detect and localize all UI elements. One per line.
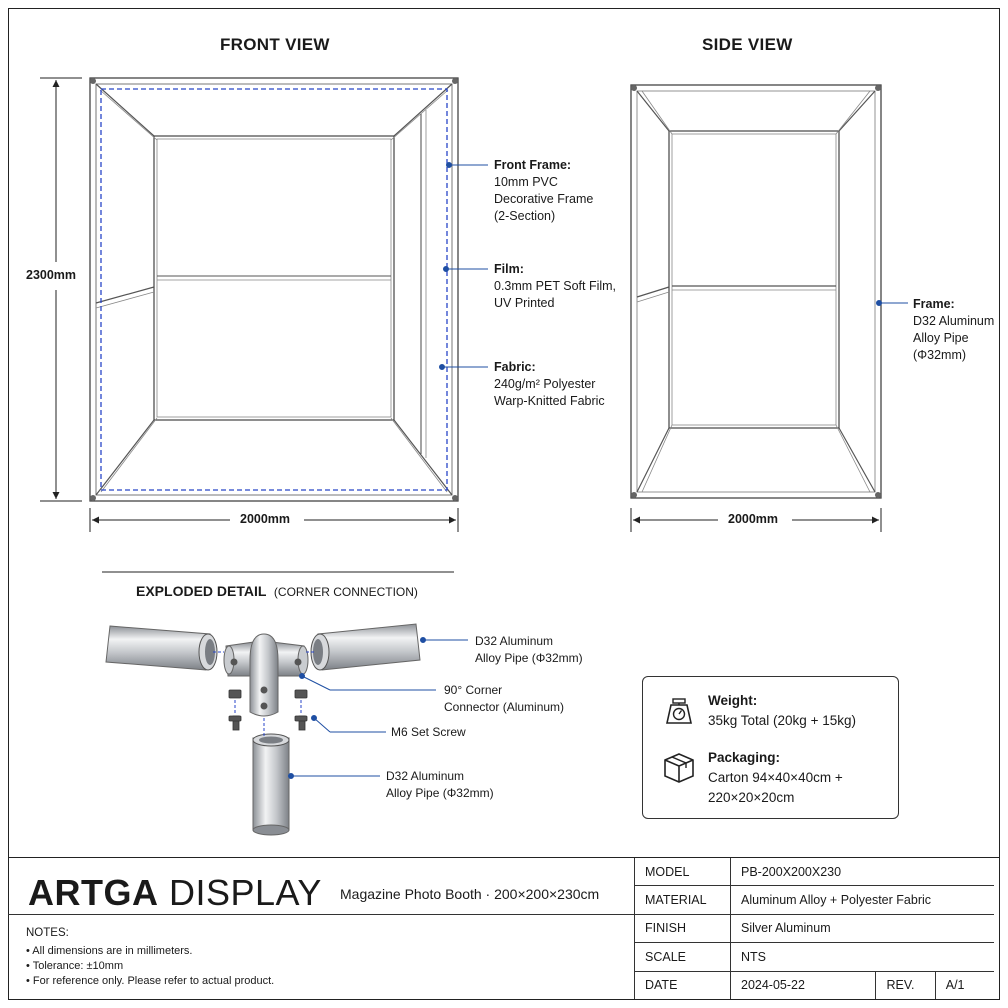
side-dimension-lines [630, 508, 882, 532]
brand-logo: ARTGA DISPLAY [28, 872, 322, 914]
spec-label: DATE [634, 971, 731, 999]
exploded-corner-connector [223, 633, 309, 717]
side-view-title: SIDE VIEW [702, 35, 793, 54]
corner-connector-callout: 90° Corner Connector (Aluminum) [444, 682, 564, 716]
packaging-text: Packaging: Carton 94×40×40cm + 220×20×20… [708, 748, 843, 808]
packaging-value-line1: Carton 94×40×40cm + [708, 770, 843, 785]
fabric-callout-line: Warp-Knitted Fabric [494, 394, 605, 408]
fabric-callout-title: Fabric: [494, 360, 536, 374]
note-item: • Tolerance: ±10mm [26, 960, 124, 972]
side-corner-joints [631, 85, 881, 498]
bottom-pipe-callout: D32 Aluminum Alloy Pipe (Φ32mm) [386, 768, 494, 802]
side-frame-callout: Frame: D32 Aluminum Alloy Pipe (Φ32mm) [913, 296, 994, 364]
spec-table: MODEL PB-200X200X230 MATERIAL Aluminum A… [634, 858, 994, 999]
product-description: Magazine Photo Booth · 200×200×230cm [340, 886, 600, 902]
spec-value: PB-200X200X230 [730, 858, 994, 887]
front-view-frame [89, 77, 459, 502]
weight-value: 35kg Total (20kg + 15kg) [708, 713, 856, 728]
weight-label: Weight: [708, 693, 758, 708]
front-callout-leaders [439, 162, 488, 370]
front-width-dimension: 2000mm [236, 512, 295, 526]
side-view-frame [630, 84, 882, 499]
weight-text: Weight: 35kg Total (20kg + 15kg) [708, 691, 856, 731]
front-frame-callout-line: Decorative Frame [494, 192, 594, 206]
front-frame-callout-line: (2-Section) [494, 209, 556, 223]
brand-name-bold: ARTGA [28, 872, 159, 913]
bottom-pipe-callout-line: D32 Aluminum [386, 769, 465, 783]
drawing-sheet [8, 8, 1000, 1000]
spec-label: MATERIAL [634, 885, 731, 915]
film-callout-title: Film: [494, 262, 524, 276]
set-screw-callout-line: M6 Set Screw [391, 725, 466, 739]
spec-value: 2024-05-22 [729, 971, 876, 999]
front-corner-joints [90, 78, 458, 501]
corner-connector-callout-line: 90° Corner [444, 683, 503, 697]
exploded-detail-heading: EXPLODED DETAIL (CORNER CONNECTION) [136, 583, 418, 601]
spec-row-finish: FINISH Silver Aluminum [634, 914, 994, 944]
notes-title: NOTES: [26, 927, 69, 939]
note-item: • For reference only. Please refer to ac… [26, 975, 275, 987]
front-frame-callout-line: 10mm PVC [494, 175, 558, 189]
spec-value: Aluminum Alloy + Polyester Fabric [730, 885, 994, 915]
exploded-callout-leaders [288, 637, 468, 779]
side-frame-callout-line: (Φ32mm) [913, 348, 967, 362]
front-dimension-lines [40, 77, 459, 532]
side-callout-leader [876, 300, 908, 306]
side-width-dimension: 2000mm [724, 512, 783, 526]
front-frame-callout: Front Frame: 10mm PVC Decorative Frame (… [494, 157, 593, 225]
spec-label: FINISH [634, 914, 731, 944]
exploded-pipe-callout-line: Alloy Pipe (Φ32mm) [475, 651, 583, 665]
packaging-value-line2: 220×20×20cm [708, 790, 795, 805]
bottom-pipe-callout-line: Alloy Pipe (Φ32mm) [386, 786, 494, 800]
front-view-title: FRONT VIEW [220, 35, 330, 54]
notes: NOTES: • All dimensions are in millimete… [26, 926, 274, 989]
side-frame-callout-line: Alloy Pipe [913, 331, 969, 345]
exploded-pipe-callout-line: D32 Aluminum [475, 634, 554, 648]
film-callout-line: UV Printed [494, 296, 555, 310]
brand-name-light: DISPLAY [169, 872, 322, 913]
spec-label: SCALE [634, 942, 731, 972]
side-frame-callout-title: Frame: [913, 297, 955, 311]
fabric-callout: Fabric: 240g/m² Polyester Warp-Knitted F… [494, 359, 605, 410]
rev-value: A/1 [934, 971, 994, 999]
note-item: • All dimensions are in millimeters. [26, 945, 193, 957]
exploded-right-pipe [310, 623, 421, 671]
film-callout-line: 0.3mm PET Soft Film, [494, 279, 617, 293]
scale-icon [666, 698, 692, 724]
specs-info-box: Weight: 35kg Total (20kg + 15kg) Packagi… [642, 676, 899, 819]
spec-row-scale: SCALE NTS [634, 942, 994, 972]
corner-connector-callout-line: Connector (Aluminum) [444, 700, 565, 714]
side-frame-callout-line: D32 Aluminum [913, 314, 995, 328]
front-frame-callout-title: Front Frame: [494, 158, 572, 172]
exploded-pipe-callout: D32 Aluminum Alloy Pipe (Φ32mm) [475, 633, 583, 667]
spec-row-model: MODEL PB-200X200X230 [634, 858, 994, 887]
packaging-label: Packaging: [708, 750, 781, 765]
exploded-detail-title: EXPLODED DETAIL [136, 583, 267, 599]
exploded-left-pipe [105, 625, 218, 671]
front-frame-dashed-outline [100, 88, 448, 491]
set-screw-callout: M6 Set Screw [391, 724, 466, 741]
rev-label: REV. [875, 971, 936, 999]
title-block-divider [8, 914, 634, 915]
fabric-callout-line: 240g/m² Polyester [494, 377, 596, 391]
exploded-assembly-guides [213, 651, 314, 736]
film-callout: Film: 0.3mm PET Soft Film, UV Printed [494, 261, 616, 312]
box-icon [664, 753, 694, 783]
spec-value: Silver Aluminum [730, 914, 994, 944]
spec-row-date: DATE 2024-05-22 REV. A/1 [634, 971, 994, 999]
exploded-bottom-pipe [252, 733, 290, 836]
spec-value: NTS [730, 942, 994, 972]
spec-label: MODEL [634, 858, 731, 887]
exploded-detail-subtitle: (CORNER CONNECTION) [273, 585, 418, 599]
title-block: ARTGA DISPLAY Magazine Photo Booth · 200… [8, 857, 1000, 1000]
exploded-set-screws [228, 689, 308, 731]
front-height-dimension: 2300mm [22, 268, 81, 282]
spec-row-material: MATERIAL Aluminum Alloy + Polyester Fabr… [634, 885, 994, 915]
